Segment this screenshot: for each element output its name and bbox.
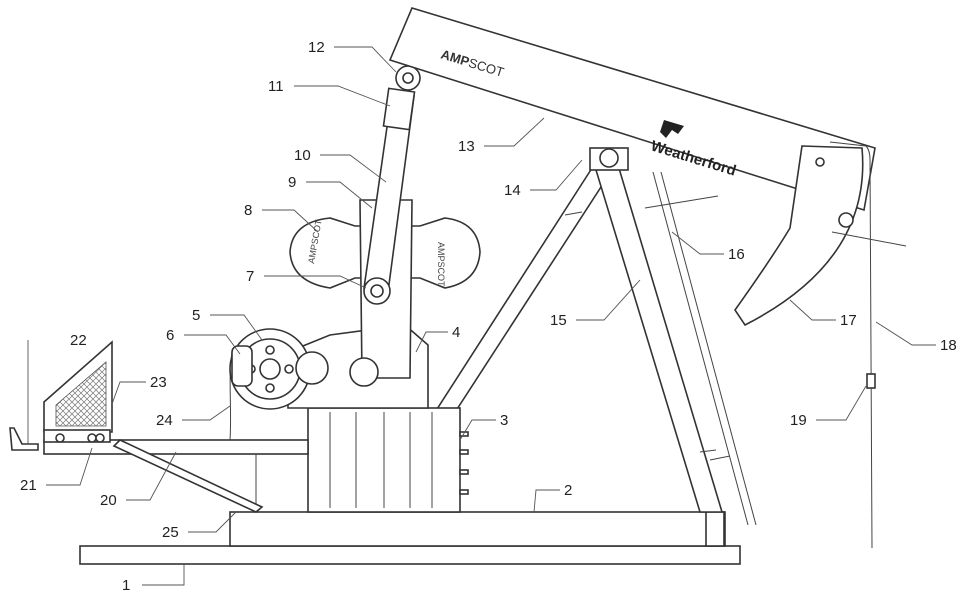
crank-end bbox=[349, 357, 379, 387]
callout-15: 15 bbox=[550, 312, 567, 329]
callout-20: 20 bbox=[100, 492, 117, 509]
callout-4: 4 bbox=[452, 324, 460, 341]
callout-6: 6 bbox=[166, 327, 174, 344]
callout-25: 25 bbox=[162, 524, 179, 541]
callout-8: 8 bbox=[244, 202, 252, 219]
walking-beam bbox=[388, 7, 876, 212]
brake-lever bbox=[112, 439, 264, 513]
brake-handle bbox=[9, 427, 39, 451]
carrier-clamp bbox=[866, 373, 876, 389]
callout-19: 19 bbox=[790, 412, 807, 429]
samson-post bbox=[428, 164, 724, 513]
callout-3: 3 bbox=[500, 412, 508, 429]
callout-10: 10 bbox=[294, 147, 311, 164]
callout-23: 23 bbox=[150, 374, 167, 391]
skid-base bbox=[79, 545, 741, 565]
bridle-cable bbox=[829, 141, 873, 549]
callout-14: 14 bbox=[504, 182, 521, 199]
horsehead-pin bbox=[815, 157, 825, 167]
callout-24: 24 bbox=[156, 412, 173, 429]
anchor-bolts bbox=[459, 431, 469, 495]
plate-text-right: AMPSCOT bbox=[436, 242, 446, 287]
callout-18: 18 bbox=[940, 337, 957, 354]
callout-21: 21 bbox=[20, 477, 37, 494]
ladder bbox=[644, 171, 757, 526]
callout-17: 17 bbox=[840, 312, 857, 329]
weatherford-mark-icon bbox=[660, 120, 684, 138]
base-beam bbox=[229, 511, 726, 547]
horsehead-hole bbox=[838, 212, 854, 228]
callout-1: 1 bbox=[122, 577, 130, 594]
horsehead bbox=[734, 145, 864, 327]
callout-16: 16 bbox=[728, 246, 745, 263]
brake-frame bbox=[43, 439, 309, 455]
callout-11: 11 bbox=[268, 78, 284, 95]
brake-drum bbox=[231, 345, 253, 387]
callout-5: 5 bbox=[192, 307, 200, 324]
equalizer bbox=[382, 87, 416, 131]
sheave-hub bbox=[259, 358, 281, 380]
wrist-pin-inner bbox=[370, 284, 384, 298]
horsehead-pin-bar bbox=[831, 231, 907, 247]
callout-13: 13 bbox=[458, 138, 475, 155]
base-foot-right bbox=[705, 511, 725, 547]
support-ribs bbox=[329, 412, 433, 508]
center-bearing bbox=[599, 148, 619, 168]
crank-disc bbox=[295, 351, 329, 385]
equalizer-bearing-inner bbox=[402, 72, 414, 84]
callout-22: 22 bbox=[70, 332, 87, 349]
callout-12: 12 bbox=[308, 39, 325, 56]
motor-rails bbox=[43, 429, 111, 443]
guard-mesh bbox=[55, 361, 107, 427]
callout-2: 2 bbox=[564, 482, 572, 499]
callout-9: 9 bbox=[288, 174, 296, 191]
leader-lines bbox=[27, 46, 936, 586]
callout-7: 7 bbox=[246, 268, 254, 285]
